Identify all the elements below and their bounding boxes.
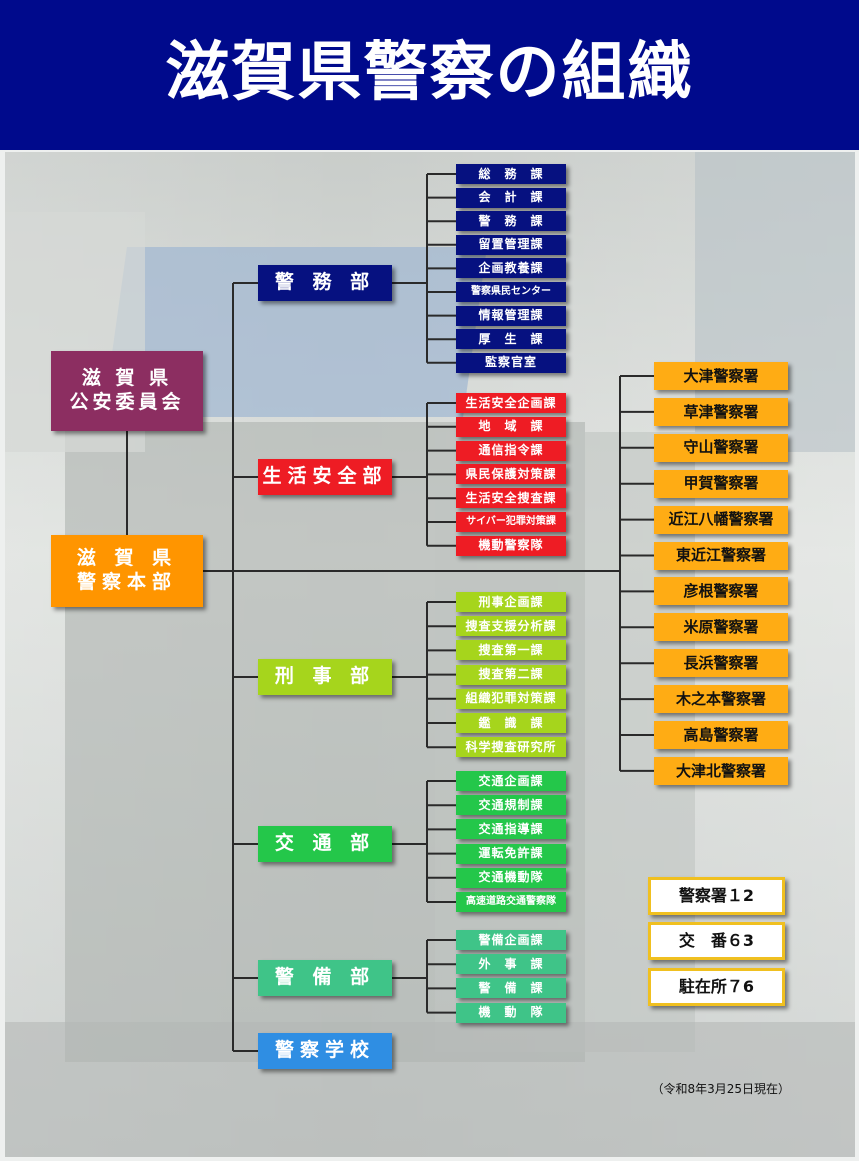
section-box-keimu: 留置管理課 [456,234,566,255]
station-box: 木之本警察署 [654,685,788,714]
section-box-keibi: 機 動 隊 [456,1002,566,1023]
station-box: 草津警察署 [654,397,788,426]
section-box-seikatsu: 県民保護対策課 [456,464,566,485]
dept-box-keimu: 警 務 部 [258,265,392,301]
section-box-keibi: 警 備 課 [456,978,566,999]
dept-box-kotsu: 交 通 部 [258,826,392,862]
station-box: 守山警察署 [654,433,788,462]
section-box-keibi: 警備企画課 [456,930,566,950]
dept-box-keiji: 刑 事 部 [258,659,392,695]
facility-count-box: 駐在所７6 [648,968,785,1006]
section-box-keiji: 捜査第二課 [456,664,566,685]
section-box-keiji: 捜査第一課 [456,640,566,661]
section-box-kotsu: 交通機動隊 [456,867,566,888]
section-box-keibi: 外 事 課 [456,954,566,975]
section-box-kotsu: 高速道路交通警察隊 [456,892,566,912]
station-box: 彦根警察署 [654,577,788,606]
section-box-kotsu: 交通規制課 [456,795,566,816]
section-box-seikatsu: 地 域 課 [456,416,566,437]
section-box-keimu: 厚 生 課 [456,329,566,350]
section-box-keiji: 組織犯罪対策課 [456,688,566,709]
section-box-keiji: 刑事企画課 [456,592,566,612]
section-box-keimu: 会 計 課 [456,187,566,208]
station-box: 東近江警察署 [654,541,788,570]
station-box: 近江八幡警察署 [654,505,788,534]
as-of-date-note: （令和8年3月25日現在） [651,1082,790,1096]
title-banner: 滋賀県警察の組織 [0,0,859,150]
section-box-seikatsu: 機動警察隊 [456,535,566,556]
hq-box: 滋 賀 県 警察本部 [51,535,203,607]
section-box-seikatsu: 生活安全捜査課 [456,488,566,509]
section-box-kotsu: 交通企画課 [456,771,566,791]
section-box-keimu: 警察県民センター [456,282,566,302]
section-box-keimu: 情報管理課 [456,305,566,326]
commission-box: 滋 賀 県 公安委員会 [51,351,203,431]
facility-count-box: 警察署１2 [648,877,785,915]
section-box-seikatsu: 通信指令課 [456,440,566,461]
dept-box-seikatsu: 生活安全部 [258,459,392,495]
section-box-keimu: 総 務 課 [456,164,566,184]
section-box-keimu: 監察官室 [456,352,566,373]
section-box-keiji: 科学捜査研究所 [456,737,566,758]
dept-box-keibi: 警 備 部 [258,960,392,996]
section-box-seikatsu: サイバー犯罪対策課 [456,512,566,532]
station-box: 高島警察署 [654,721,788,749]
station-box: 長浜警察署 [654,649,788,678]
section-box-keiji: 捜査支援分析課 [456,616,566,637]
page-title: 滋賀県警察の組織 [165,36,694,110]
dept-box-gakko: 警察学校 [258,1033,392,1069]
station-box: 甲賀警察署 [654,469,788,498]
station-box: 米原警察署 [654,613,788,642]
section-box-keimu: 企画教養課 [456,258,566,279]
facility-count-box: 交 番６3 [648,922,785,960]
section-box-kotsu: 運転免許課 [456,843,566,864]
section-box-keimu: 警 務 課 [456,211,566,232]
station-box: 大津警察署 [654,362,788,390]
section-box-kotsu: 交通指導課 [456,819,566,840]
station-box: 大津北警察署 [654,756,788,785]
section-box-seikatsu: 生活安全企画課 [456,393,566,413]
section-box-keiji: 鑑 識 課 [456,713,566,733]
